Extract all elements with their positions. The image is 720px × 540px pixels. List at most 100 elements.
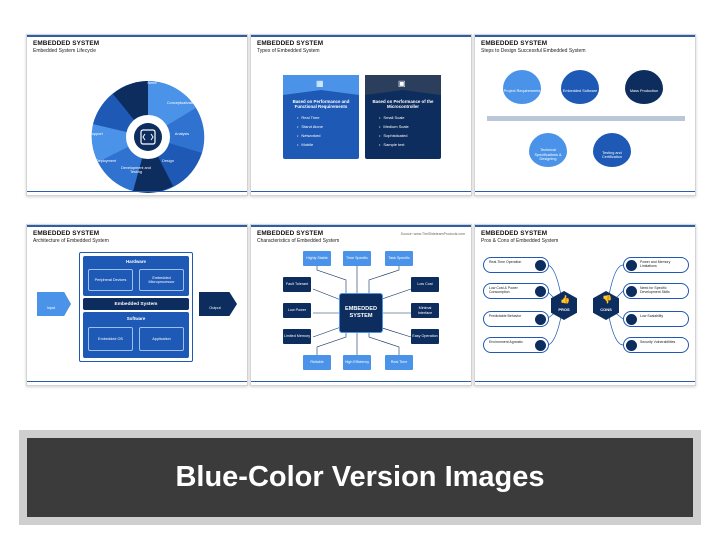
- slide-architecture[interactable]: EMBEDDED SYSTEM Architecture of Embedded…: [26, 224, 248, 386]
- step-label: Embedded Software: [562, 88, 598, 93]
- software-panel: Software Embedded OS Application: [83, 312, 189, 358]
- step-drop: Project Requirements: [503, 70, 541, 104]
- slide-topbar: [251, 225, 471, 227]
- coin-icon: [535, 286, 546, 297]
- lock-icon: [626, 340, 637, 351]
- os-label: Embedded OS: [98, 336, 123, 341]
- pros-item-text: Environment Agnostic: [489, 340, 523, 344]
- lifecycle-wheel: [91, 80, 205, 193]
- slide-pros-cons[interactable]: EMBEDDED SYSTEM Pros & Cons of Embedded …: [474, 224, 696, 386]
- list-item: Medium Scale: [379, 124, 437, 129]
- step-label: Project Requirements: [503, 88, 541, 93]
- output-label: Output: [209, 305, 221, 310]
- slide-footline: [475, 381, 695, 382]
- list-item: Networked: [297, 133, 355, 138]
- battery-icon: [626, 260, 637, 271]
- step-number: 05: [639, 105, 646, 111]
- lifecycle-conceptualization: Conceptualization: [166, 101, 198, 105]
- source-note: Source: www.TheSlideteamProducts.com: [400, 232, 465, 236]
- application-box: Application: [139, 327, 184, 351]
- pros-label: PROS: [558, 307, 570, 312]
- lifecycle-deployment: Deployment: [95, 159, 117, 163]
- step-label: Mass Production: [629, 88, 659, 93]
- slide-footline: [475, 191, 695, 192]
- chip-icon: ▦: [316, 79, 324, 88]
- cons-item: Security Vulnerabilities: [623, 337, 689, 353]
- slide-lifecycle[interactable]: EMBEDDED SYSTEM Embedded System Lifecycl…: [26, 34, 248, 196]
- lifecycle-need: Need: [147, 81, 157, 85]
- slide-footline: [251, 191, 471, 192]
- peripheral-label: Peripheral Devices: [94, 277, 127, 282]
- lifecycle-upgrade: Upgrade: [88, 101, 104, 105]
- slide-topbar: [475, 225, 695, 227]
- timeline-bar: [487, 116, 685, 121]
- cons-item-text: Security Vulnerabilities: [640, 340, 676, 344]
- step-drop: Mass Production: [625, 70, 663, 104]
- application-label: Application: [152, 336, 171, 341]
- type-card-head: [283, 75, 359, 95]
- slide-subtitle: Types of Embedded System: [257, 48, 320, 54]
- slide-topbar: [27, 35, 247, 37]
- list-item: Stand Alone: [297, 124, 355, 129]
- step-drop: Testing and Certification: [593, 133, 631, 167]
- step-drop: Technical Specifications & Designing: [529, 133, 567, 167]
- globe-icon: [535, 340, 546, 351]
- clock-icon: [535, 260, 546, 271]
- slide-footline: [27, 381, 247, 382]
- list-item: Real Time: [297, 115, 355, 120]
- slide-topbar: [475, 35, 695, 37]
- step-label: Technical Specifications & Designing: [534, 148, 562, 162]
- slide-title: EMBEDDED SYSTEM: [33, 230, 100, 237]
- type-card-heading: Based on Performance and Functional Requ…: [292, 99, 350, 110]
- software-label: Software: [126, 316, 146, 321]
- char-box: Task Specific: [385, 251, 413, 266]
- pros-item: Predictable Behavior: [483, 311, 549, 327]
- cons-label: CONS: [600, 307, 612, 312]
- list-item: Sophisticated: [379, 133, 437, 138]
- char-box: Low Cost: [411, 277, 439, 292]
- slide-subtitle: Architecture of Embedded System: [33, 238, 109, 244]
- slide-steps[interactable]: EMBEDDED SYSTEM Steps to Design Successf…: [474, 34, 696, 196]
- banner-title: Blue-Color Version Images: [175, 461, 545, 493]
- pros-item-text: Low Cost & Power Consumption: [489, 286, 518, 295]
- pros-item: Real-Time Operation: [483, 257, 549, 273]
- input-label: Input: [46, 305, 56, 310]
- system-label: Embedded System: [114, 301, 158, 307]
- slide-title: EMBEDDED SYSTEM: [257, 40, 324, 47]
- slide-title: EMBEDDED SYSTEM: [481, 230, 548, 237]
- char-box: High Efficiency: [343, 355, 371, 370]
- cons-item: Power and Memory Limitations: [623, 257, 689, 273]
- output-arrow: Output: [199, 292, 237, 316]
- char-box: Time Specific: [343, 251, 371, 266]
- slide-types[interactable]: EMBEDDED SYSTEM Types of Embedded System…: [250, 34, 472, 196]
- char-box: Real Time: [385, 355, 413, 370]
- type-card-performance: ▦ Based on Performance and Functional Re…: [283, 75, 359, 159]
- code-icon: [626, 286, 637, 297]
- cons-item: Low Scalability: [623, 311, 689, 327]
- cons-item: Need for Specific Development Skills: [623, 283, 689, 299]
- char-box: Limited Memory: [283, 329, 311, 344]
- pros-item: Environment Agnostic: [483, 337, 549, 353]
- chart-icon: [535, 314, 546, 325]
- type-card-list: Small Scale Medium Scale Sophisticated S…: [379, 115, 437, 151]
- slide-title: EMBEDDED SYSTEM: [257, 230, 324, 237]
- step-label: Testing and Certification: [601, 150, 623, 159]
- type-card-heading: Based on Performance of the Microcontrol…: [372, 99, 434, 110]
- type-card-list: Real Time Stand Alone Networked Mobile: [297, 115, 355, 151]
- lifecycle-retirement: Retirement: [112, 81, 132, 85]
- slide-subtitle: Characteristics of Embedded System: [257, 238, 340, 244]
- microprocessor-label: Embedded Microprocessor: [148, 275, 175, 284]
- slide-characteristics[interactable]: EMBEDDED SYSTEM Characteristics of Embed…: [250, 224, 472, 386]
- step-number: 02: [547, 124, 554, 130]
- slide-subtitle: Steps to Design Successful Embedded Syst…: [481, 48, 586, 54]
- peripheral-box: Peripheral Devices: [88, 269, 133, 291]
- char-box: Fault Tolerant: [283, 277, 311, 292]
- cons-item-text: Power and Memory Limitations: [640, 260, 671, 269]
- lifecycle-support: Support: [89, 132, 103, 136]
- slide-footline: [251, 381, 471, 382]
- step-number: 03: [575, 105, 582, 111]
- cons-item-text: Need for Specific Development Skills: [640, 286, 670, 295]
- thumbs-down-icon: 👎: [602, 295, 612, 304]
- pros-item-text: Real-Time Operation: [489, 260, 522, 264]
- lifecycle-analysis: Analysis: [174, 132, 190, 136]
